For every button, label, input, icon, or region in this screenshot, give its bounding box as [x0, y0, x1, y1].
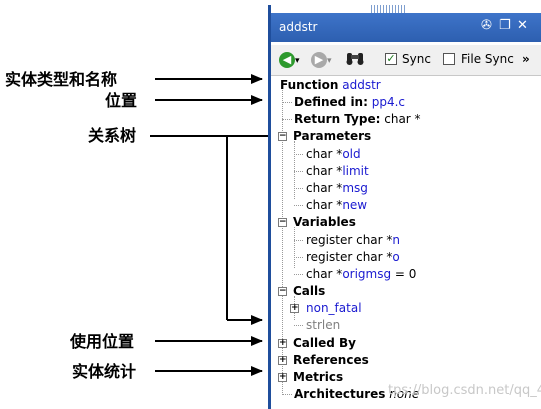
tree-row-return-type[interactable]: Return Type: char *	[294, 111, 421, 128]
call-name-link[interactable]: non_fatal	[306, 301, 362, 315]
parameter-type: char *	[306, 181, 343, 195]
references-label: References	[293, 353, 369, 367]
tree-connector	[294, 274, 303, 275]
variable-type: char *	[306, 267, 343, 281]
tree-connector	[294, 171, 303, 172]
tree-guide-root	[282, 85, 283, 395]
parameter-name-link[interactable]: limit	[342, 164, 369, 178]
tree-row-variable[interactable]: register char *n	[306, 232, 400, 249]
tree-row-metrics[interactable]: Metrics	[293, 369, 343, 386]
variable-name-link[interactable]: n	[392, 233, 401, 247]
tree-row-variable[interactable]: char *origmsg = 0	[306, 266, 416, 283]
tree-row-call[interactable]: non_fatal	[306, 300, 362, 317]
variable-type: register char *	[306, 250, 393, 264]
sync-label: Sync	[402, 52, 431, 66]
tree-connector	[282, 119, 292, 120]
variable-type: register char *	[306, 233, 393, 247]
tree-connector	[294, 188, 303, 189]
close-icon[interactable]: ✕	[517, 18, 528, 33]
callout-entity-type-name: 实体类型和名称	[5, 70, 118, 89]
tree-connector	[294, 325, 303, 326]
return-type-value: char *	[384, 112, 421, 126]
parameter-name-link[interactable]: new	[342, 198, 368, 212]
tree-row-calls[interactable]: Calls	[293, 283, 325, 300]
find-button[interactable]	[345, 51, 365, 69]
metrics-label: Metrics	[293, 370, 344, 384]
file-sync-label: File Sync	[461, 52, 514, 66]
tree-guide-variables	[294, 227, 295, 268]
variable-initializer: = 0	[391, 267, 417, 281]
tree-connector	[294, 240, 303, 241]
parameter-type: char *	[306, 198, 343, 212]
expand-called-by-icon[interactable]: +	[278, 338, 287, 348]
pin-icon[interactable]: ✇	[481, 18, 492, 33]
called-by-label: Called By	[293, 336, 357, 350]
tree-row-defined-in[interactable]: Defined in: pp4.c	[294, 94, 405, 111]
call-name-link[interactable]: strlen	[306, 318, 341, 332]
return-type-label: Return Type:	[294, 112, 381, 126]
callout-usage-position: 使用位置	[70, 332, 135, 351]
tree-row-parameter[interactable]: char *old	[306, 146, 361, 163]
forward-button[interactable]: ▶▾	[311, 51, 332, 69]
info-browser-panel: addstr ✇ ❐ ✕ ◀▾ ▶▾ ✓ Sync File Sync »	[268, 5, 541, 409]
tree-row-parameter[interactable]: char *msg	[306, 180, 368, 197]
callout-entity-stats: 实体统计	[72, 362, 137, 381]
entity-tree: Function addstr Defined in: pp4.c Return…	[271, 75, 541, 409]
expand-metrics-icon[interactable]: +	[278, 372, 287, 382]
tree-row-called-by[interactable]: Called By	[293, 335, 356, 352]
expand-references-icon[interactable]: +	[278, 355, 287, 365]
tree-row-variable[interactable]: register char *o	[306, 249, 400, 266]
tree-connector	[282, 102, 292, 103]
back-arrow-icon: ◀	[279, 52, 295, 68]
binoculars-icon	[346, 53, 364, 65]
watermark: tps://blog.csdn.net/qq_40513792	[388, 383, 541, 398]
back-button[interactable]: ◀▾	[279, 51, 300, 69]
parameters-label: Parameters	[293, 129, 372, 143]
toolbar-overflow-button[interactable]: »	[522, 52, 530, 66]
tree-connector	[294, 154, 303, 155]
tree-row-parameter[interactable]: char *limit	[306, 163, 369, 180]
function-label: Function	[280, 78, 339, 92]
tree-row-function[interactable]: Function addstr	[280, 77, 381, 94]
variables-label: Variables	[293, 215, 356, 229]
panel-toolbar: ◀▾ ▶▾ ✓ Sync File Sync »	[271, 45, 541, 76]
tree-row-variables[interactable]: Variables	[293, 214, 356, 231]
callout-relation-tree: 关系树	[88, 126, 137, 145]
float-window-icon[interactable]: ❐	[499, 18, 511, 33]
panel-title: addstr	[279, 20, 318, 34]
collapse-calls-icon[interactable]: −	[278, 286, 287, 296]
tree-row-parameter[interactable]: char *new	[306, 197, 367, 214]
tree-row-call[interactable]: strlen	[306, 317, 340, 334]
tree-row-architectures[interactable]: Architectures none	[294, 386, 419, 403]
calls-label: Calls	[293, 284, 326, 298]
callout-position: 位置	[105, 91, 138, 110]
tree-connector	[294, 205, 303, 206]
sync-checkbox[interactable]: ✓	[385, 52, 397, 65]
tree-connector	[282, 394, 292, 395]
forward-arrow-icon: ▶	[311, 52, 327, 68]
panel-titlebar[interactable]: addstr ✇ ❐ ✕	[271, 13, 541, 42]
parameter-type: char *	[306, 147, 343, 161]
defined-in-label: Defined in:	[294, 95, 368, 109]
defined-in-file-link[interactable]: pp4.c	[371, 95, 406, 109]
tree-row-parameters[interactable]: Parameters	[293, 128, 371, 145]
collapse-variables-icon[interactable]: −	[278, 217, 287, 227]
variable-name-link[interactable]: o	[392, 250, 400, 264]
collapse-parameters-icon[interactable]: −	[278, 131, 287, 141]
architectures-label: Architectures	[294, 387, 386, 401]
expand-non-fatal-icon[interactable]: +	[290, 303, 299, 313]
parameter-name-link[interactable]: old	[342, 147, 361, 161]
architectures-value: none	[389, 387, 420, 401]
panel-drag-grip[interactable]	[371, 5, 407, 13]
file-sync-checkbox[interactable]	[443, 53, 455, 65]
tree-guide-parameters	[294, 141, 295, 199]
parameter-type: char *	[306, 164, 343, 178]
variable-name-link[interactable]: origmsg	[342, 267, 392, 281]
tree-row-references[interactable]: References	[293, 352, 369, 369]
function-name-link[interactable]: addstr	[342, 78, 381, 92]
parameter-name-link[interactable]: msg	[342, 181, 368, 195]
tree-connector	[294, 257, 303, 258]
